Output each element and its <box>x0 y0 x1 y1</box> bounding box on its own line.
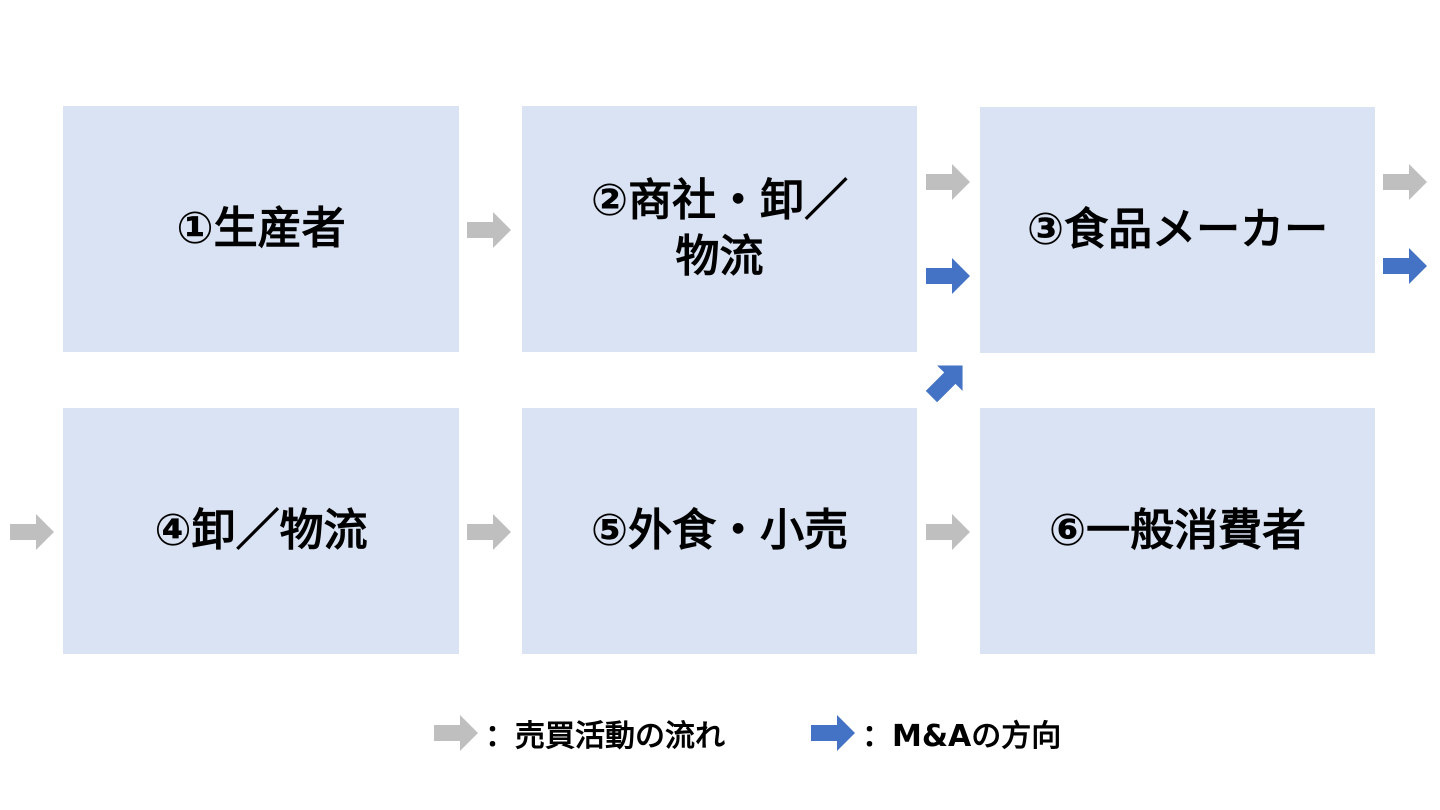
ma-arrow-legend-icon <box>811 715 855 751</box>
box-restaurant-retail-label: ⑤外食・小売 <box>590 504 849 556</box>
flow-arrow-icon <box>467 212 511 248</box>
flow-arrow-icon <box>10 514 54 550</box>
box-consumer-label: ⑥一般消費者 <box>1048 504 1307 556</box>
legend-flow: ：売買活動の流れ <box>433 710 725 756</box>
ma-diagonal-arrow-icon <box>925 365 963 403</box>
legend-ma: ：M&Aの方向 <box>810 710 1061 756</box>
ma-arrow-icon <box>926 258 970 294</box>
box-food-maker-label: ③食品メーカー <box>1026 203 1329 255</box>
box-wholesale-logistics: ④卸／物流 <box>63 408 459 654</box>
box-producer-label: ①生産者 <box>176 202 346 254</box>
box-trading-company-label: ②商社・卸／ 物流 <box>590 174 849 282</box>
flow-arrow-legend-icon <box>434 715 478 751</box>
box-food-maker: ③食品メーカー <box>980 107 1375 353</box>
legend-flow-label: ：売買活動の流れ <box>485 719 725 754</box>
flow-arrow-icon <box>467 514 511 550</box>
ma-arrow-icon <box>1383 248 1427 284</box>
box-producer: ①生産者 <box>63 106 459 352</box>
box-consumer: ⑥一般消費者 <box>980 408 1375 654</box>
box-restaurant-retail: ⑤外食・小売 <box>522 408 917 654</box>
box-trading-company: ②商社・卸／ 物流 <box>522 106 917 352</box>
flow-arrow-icon <box>926 164 970 200</box>
legend-ma-label: ：M&Aの方向 <box>862 719 1062 754</box>
flow-arrow-icon <box>1383 164 1427 200</box>
box-wholesale-logistics-label: ④卸／物流 <box>154 504 368 556</box>
flow-arrow-icon <box>926 514 970 550</box>
